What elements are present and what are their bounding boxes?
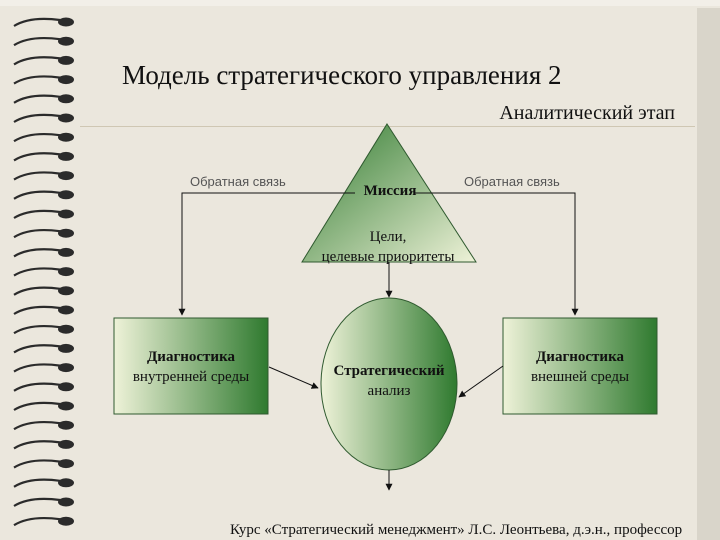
- binding-ring: [13, 420, 61, 431]
- binding-hole: [58, 190, 74, 200]
- binding-hole: [58, 132, 74, 142]
- slide-title: Модель стратегического управления 2: [122, 60, 562, 90]
- binding-hole: [58, 36, 74, 46]
- binding-ring: [13, 478, 61, 488]
- binding-hole: [58, 343, 74, 353]
- strategic-analysis-line-2: анализ: [367, 383, 411, 399]
- internal-diagnostics-sub: внутренней среды: [132, 369, 250, 385]
- goals-line-1: Цели,: [369, 229, 407, 245]
- binding-ring: [13, 248, 61, 258]
- binding-hole: [58, 439, 74, 449]
- binding-ring: [13, 17, 61, 27]
- binding-hole: [58, 305, 74, 315]
- binding-hole: [58, 209, 74, 219]
- external-to-analysis-arrow: [458, 365, 504, 398]
- binding-ring: [13, 286, 61, 296]
- binding-ring: [13, 209, 61, 219]
- binding-ring: [13, 190, 61, 200]
- binding-ring: [13, 113, 61, 123]
- binding-hole: [58, 247, 74, 257]
- binding-ring: [13, 440, 61, 450]
- spiral-binding: [13, 17, 74, 527]
- binding-ring: [13, 75, 61, 85]
- binding-ring: [13, 344, 61, 354]
- feedback-right-arrow: [415, 192, 579, 316]
- binding-hole: [58, 324, 74, 334]
- external-diagnostics-title: Диагностика: [535, 349, 624, 365]
- external-diagnostics-box: [502, 317, 658, 415]
- slide-subtitle: Аналитический этап: [499, 102, 675, 124]
- binding-hole: [58, 516, 74, 526]
- goals-line-2: целевые приоритеты: [321, 249, 455, 265]
- binding-hole: [58, 55, 74, 65]
- slide-top-border: [0, 0, 720, 6]
- external-diagnostics-sub: внешней среды: [530, 369, 630, 385]
- strategic-analysis-label: Стратегический анализ: [305, 361, 473, 401]
- binding-hole: [58, 363, 74, 373]
- binding-ring: [13, 132, 61, 143]
- binding-ring: [13, 305, 61, 315]
- internal-diagnostics-title: Диагностика: [146, 349, 235, 365]
- binding-ring: [13, 267, 61, 277]
- binding-ring: [13, 56, 61, 66]
- binding-hole: [58, 113, 74, 123]
- binding-hole: [58, 497, 74, 507]
- binding-hole: [58, 17, 74, 27]
- binding-ring: [13, 497, 61, 507]
- feedback-left-label: Обратная связь: [190, 174, 286, 189]
- goals-label: Цели, целевые приоритеты: [298, 227, 478, 267]
- internal-diagnostics-box: [113, 317, 269, 415]
- binding-ring: [13, 36, 61, 47]
- strategic-analysis-line-1: Стратегический: [333, 363, 445, 379]
- binding-hole: [58, 151, 74, 161]
- binding-hole: [58, 94, 74, 104]
- binding-hole: [58, 420, 74, 430]
- binding-ring: [13, 516, 61, 527]
- binding-hole: [58, 478, 74, 488]
- binding-ring: [13, 228, 61, 239]
- binding-hole: [58, 401, 74, 411]
- footer-credit: Курс «Стратегический менеджмент» Л.С. Ле…: [230, 522, 683, 538]
- mission-label: Миссия: [363, 183, 417, 199]
- binding-hole: [58, 459, 74, 469]
- binding-hole: [58, 267, 74, 277]
- binding-ring: [13, 401, 61, 411]
- feedback-right-label: Обратная связь: [464, 174, 560, 189]
- binding-ring: [13, 94, 61, 104]
- binding-hole: [58, 228, 74, 238]
- binding-hole: [58, 286, 74, 296]
- binding-ring: [13, 363, 61, 373]
- binding-hole: [58, 171, 74, 181]
- external-diagnostics-label: Диагностика внешней среды: [503, 347, 657, 387]
- binding-ring: [13, 152, 61, 162]
- binding-hole: [58, 75, 74, 85]
- slide-right-shadow: [697, 8, 720, 540]
- internal-to-analysis-arrow: [268, 366, 319, 389]
- internal-diagnostics-label: Диагностика внутренней среды: [114, 347, 268, 387]
- binding-ring: [13, 171, 61, 181]
- binding-ring: [13, 324, 61, 335]
- feedback-left-arrow: [178, 192, 355, 316]
- binding-hole: [58, 382, 74, 392]
- binding-ring: [13, 459, 61, 469]
- binding-ring: [13, 382, 61, 392]
